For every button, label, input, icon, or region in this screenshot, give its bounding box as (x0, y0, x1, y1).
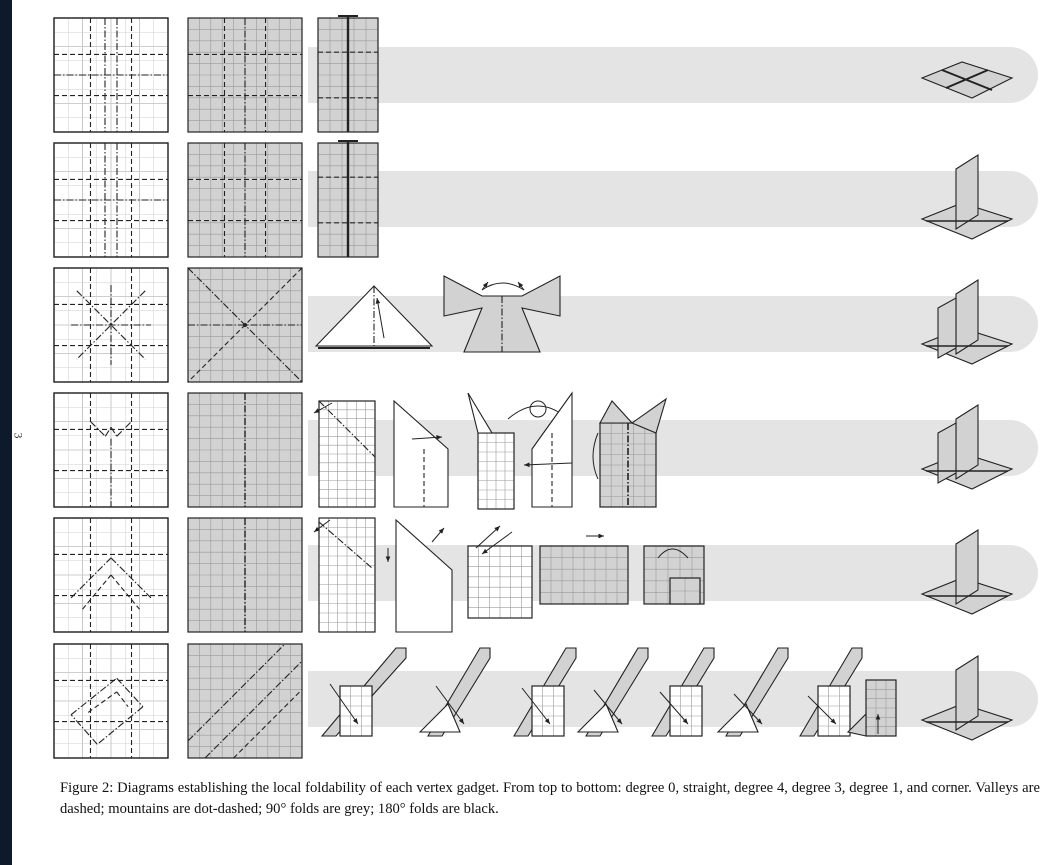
fold-step-1-1 (318, 16, 378, 132)
result-flat-square (922, 62, 1012, 98)
fold-step-6-2 (420, 648, 490, 736)
grey-pattern-3 (188, 268, 302, 382)
result-fin-4 (922, 530, 1012, 614)
fold-step-6-6 (718, 648, 788, 736)
paper-page: 3 Figure 2: Diagrams establishing the lo… (12, 0, 1043, 865)
result-fin-1 (922, 155, 1012, 239)
grey-pattern-4 (188, 393, 302, 507)
fold-step-4-1 (314, 401, 375, 507)
result-fin-3 (922, 405, 1012, 489)
fold-step-4-4 (524, 393, 572, 507)
fold-step-4-2 (394, 401, 448, 507)
crease-pattern-5 (54, 518, 168, 632)
result-fin-5 (922, 656, 1012, 740)
fold-step-5-1 (314, 518, 375, 632)
crease-pattern-2 (54, 143, 168, 257)
fold-step-5-2 (386, 520, 452, 632)
fold-step-5-3 (468, 526, 532, 618)
fold-step-5-4 (540, 534, 628, 604)
fold-step-6-8 (848, 680, 896, 736)
grey-pattern-6 (188, 644, 302, 758)
crease-pattern-4 (54, 393, 168, 507)
fold-step-2-1 (318, 141, 378, 257)
result-fin-2 (922, 280, 1012, 364)
fold-step-3-1 (316, 286, 432, 348)
fold-step-6-5 (652, 648, 714, 736)
figure-diagram (12, 0, 1043, 775)
crease-pattern-1 (54, 18, 168, 132)
crease-pattern-6 (54, 644, 168, 758)
grey-pattern-2 (188, 143, 302, 257)
fold-step-6-4 (578, 648, 648, 736)
fold-step-4-5 (593, 399, 666, 507)
figure-caption: Figure 2: Diagrams establishing the loca… (60, 778, 1040, 820)
fold-step-6-3 (514, 648, 576, 736)
fold-step-6-1 (322, 648, 406, 736)
grey-pattern-1 (188, 18, 302, 132)
fold-step-5-5 (644, 546, 704, 604)
crease-pattern-3 (54, 268, 168, 382)
fold-step-6-7 (800, 648, 862, 736)
fold-step-3-2 (444, 276, 560, 352)
grey-pattern-5 (188, 518, 302, 632)
